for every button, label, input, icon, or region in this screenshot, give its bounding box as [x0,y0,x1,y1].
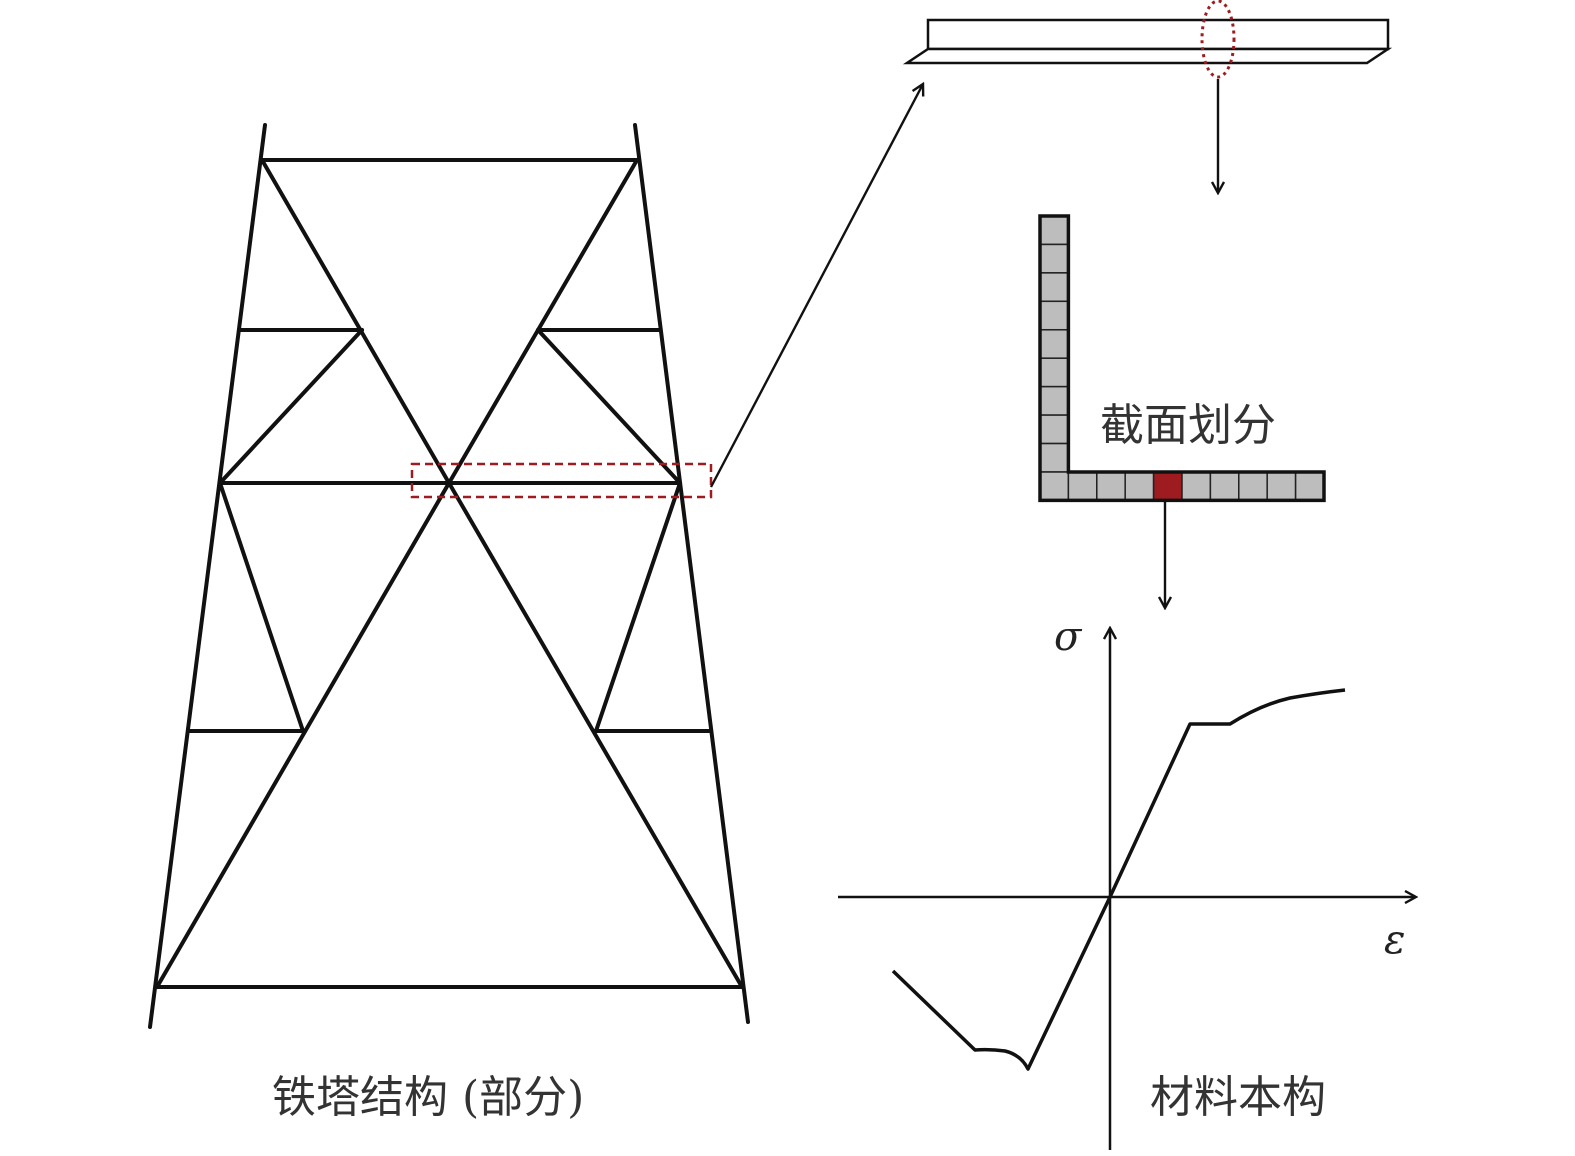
tower-secondary-brace-lower-right [594,481,682,733]
highlighted-member-box [410,462,713,499]
angle-member [902,18,1393,65]
section-fiber-cell [1039,385,1070,416]
section-fiber-cell [1039,414,1070,445]
tower-brace-bottom-left [155,481,451,989]
tower-brace-top-right [447,158,639,485]
tower-secondary-brace-upper-right [536,328,682,485]
stress-symbol: σ [1054,614,1083,660]
section-fiber-cell [1096,471,1126,502]
section-fiber-cell [1266,471,1297,502]
section-fiber-cell [1039,300,1070,331]
strain-symbol: ε [1384,917,1405,963]
section-outline [1038,214,1326,503]
material-label: 材料本构 [1150,1072,1326,1123]
tower-brace-top-left [260,158,451,485]
section-label: 截面划分 [1100,400,1276,451]
tower-secondary-brace-lower-left [218,481,305,733]
section-fiber-cell [1124,471,1155,502]
section-fiber-cell [1039,357,1070,388]
section-fiber-cell [1039,215,1070,246]
section-fiber-grid [1038,214,1326,503]
section-fiber-cell [1181,471,1212,502]
section-fiber-cell [1039,243,1070,274]
tower-left-leg [148,123,267,1029]
constitutive-curve [891,688,1346,1071]
section-fiber-cell [1238,471,1268,502]
stress-strain-plot: σ ε [838,614,1416,1150]
section-fiber-cell [1039,442,1070,473]
section-cut-marker [1200,0,1236,79]
tower-secondary-brace-upper-left [218,328,364,485]
section-fiber-cell [1039,272,1070,303]
tower-right-leg [633,123,750,1024]
arrow-to-member [709,84,923,488]
section-fiber-cell [1039,329,1070,359]
section-fiber-cell [1067,471,1098,502]
member-flange [902,47,1393,65]
tower-structure [148,123,750,1029]
tower-brace-bottom-right [447,481,744,989]
section-fiber-cell-highlighted [1152,471,1183,502]
member-top-face [926,18,1390,51]
tower-label: 铁塔结构 (部分) [272,1072,584,1123]
section-fiber-cell [1209,471,1240,502]
section-fiber-cell [1039,471,1070,502]
section-fiber-cell [1294,471,1325,502]
